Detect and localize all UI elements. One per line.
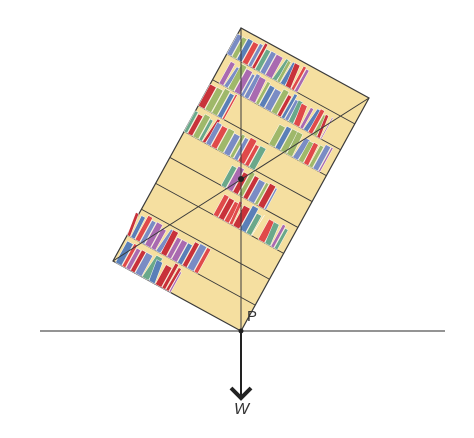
book (218, 197, 235, 221)
book (274, 125, 292, 151)
book (273, 227, 289, 251)
book (312, 144, 332, 172)
book (280, 93, 298, 120)
book (251, 214, 265, 237)
book (270, 223, 287, 249)
book (268, 124, 286, 148)
book (285, 62, 301, 90)
book (148, 259, 163, 285)
book (212, 193, 230, 218)
center-of-mass-point (238, 176, 244, 182)
shelf-line (141, 208, 270, 280)
book (223, 132, 241, 157)
book (288, 99, 304, 125)
weight-label: W (234, 401, 250, 418)
book (270, 88, 290, 116)
book (226, 33, 243, 57)
book (264, 88, 282, 112)
book (139, 220, 157, 245)
book (165, 267, 182, 292)
book (292, 137, 311, 161)
book (265, 54, 284, 79)
book (247, 43, 264, 68)
book (254, 48, 271, 73)
pivot-label: P (247, 308, 258, 325)
book (181, 241, 200, 268)
book (239, 205, 259, 233)
book (231, 36, 248, 60)
book (218, 61, 236, 86)
book (221, 93, 238, 121)
book (276, 60, 292, 84)
book (187, 113, 204, 137)
book (210, 125, 229, 150)
book (134, 215, 154, 243)
book (254, 182, 270, 206)
books (115, 33, 334, 293)
book (255, 81, 271, 106)
book (204, 86, 224, 113)
book (166, 236, 182, 260)
book (130, 215, 146, 240)
book (264, 221, 280, 247)
book (241, 41, 259, 66)
book (161, 262, 180, 290)
book (160, 229, 179, 257)
book (211, 88, 231, 117)
book (242, 175, 260, 201)
book (247, 179, 266, 204)
book (197, 83, 217, 110)
book (245, 212, 262, 236)
book (220, 165, 238, 189)
book (198, 118, 214, 142)
book (248, 76, 267, 104)
book (257, 183, 277, 210)
book (286, 131, 304, 158)
book (150, 227, 167, 251)
book (263, 187, 278, 211)
book (168, 271, 182, 293)
book (251, 42, 269, 70)
book (293, 102, 308, 128)
book (126, 212, 140, 238)
book (271, 58, 291, 82)
book (243, 73, 262, 100)
book (227, 63, 248, 92)
book (294, 68, 310, 93)
book (307, 108, 326, 135)
book (318, 146, 334, 173)
book (258, 84, 276, 109)
book (193, 247, 212, 274)
book (316, 114, 329, 139)
book (244, 144, 260, 167)
book (228, 200, 243, 226)
book (276, 94, 293, 118)
book (205, 121, 223, 147)
book (226, 165, 245, 192)
book (177, 242, 193, 266)
book (183, 110, 199, 134)
book (216, 127, 236, 154)
book (217, 92, 235, 119)
book (171, 239, 188, 263)
book (259, 50, 277, 75)
book (237, 137, 258, 165)
book (232, 204, 251, 230)
book (248, 145, 267, 171)
book (155, 264, 173, 288)
book (134, 252, 154, 277)
book (299, 107, 315, 130)
book (192, 113, 211, 140)
book (186, 243, 208, 272)
book (125, 247, 142, 271)
book (240, 73, 256, 97)
book (308, 144, 325, 169)
book (303, 142, 319, 167)
book (290, 65, 307, 91)
book (130, 249, 147, 274)
book (233, 68, 253, 96)
